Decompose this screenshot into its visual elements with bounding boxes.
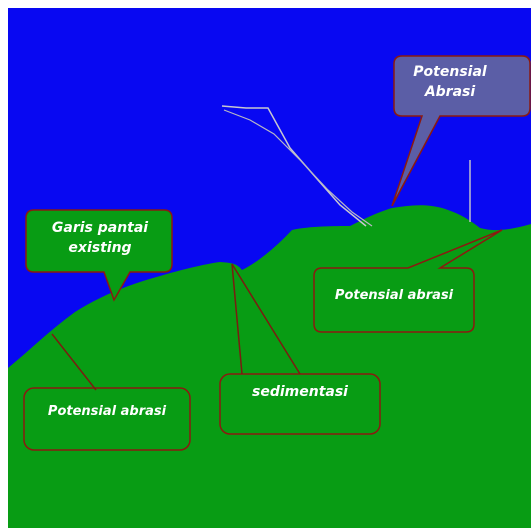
label-potensial-abrasi-left: Potensial abrasi [47, 404, 167, 419]
label-line: Garis pantai [51, 220, 149, 236]
breakwater-structure [221, 105, 367, 227]
leader-line-sed-1 [231, 263, 243, 375]
label-line: Abrasi [424, 84, 476, 100]
leader-line-left [51, 333, 97, 391]
leader-line-sed-2 [231, 263, 301, 375]
callout-potensial-abrasi-left [23, 387, 191, 451]
label-potensial-abrasi-top: Potensial Abrasi [400, 62, 500, 102]
callout-potensial-abrasi-top [391, 55, 531, 207]
label-garis-pantai: Garis pantai existing [30, 218, 170, 258]
label-sedimentasi: sedimentasi [252, 384, 348, 400]
breakwater-structure-inner [223, 109, 373, 227]
callout-garis-pantai [25, 209, 173, 302]
label-potensial-abrasi-right: Potensial abrasi [334, 288, 454, 303]
label-line: Potensial [413, 64, 487, 80]
callout-potensial-abrasi-right [313, 229, 503, 333]
label-line: existing [68, 240, 132, 256]
